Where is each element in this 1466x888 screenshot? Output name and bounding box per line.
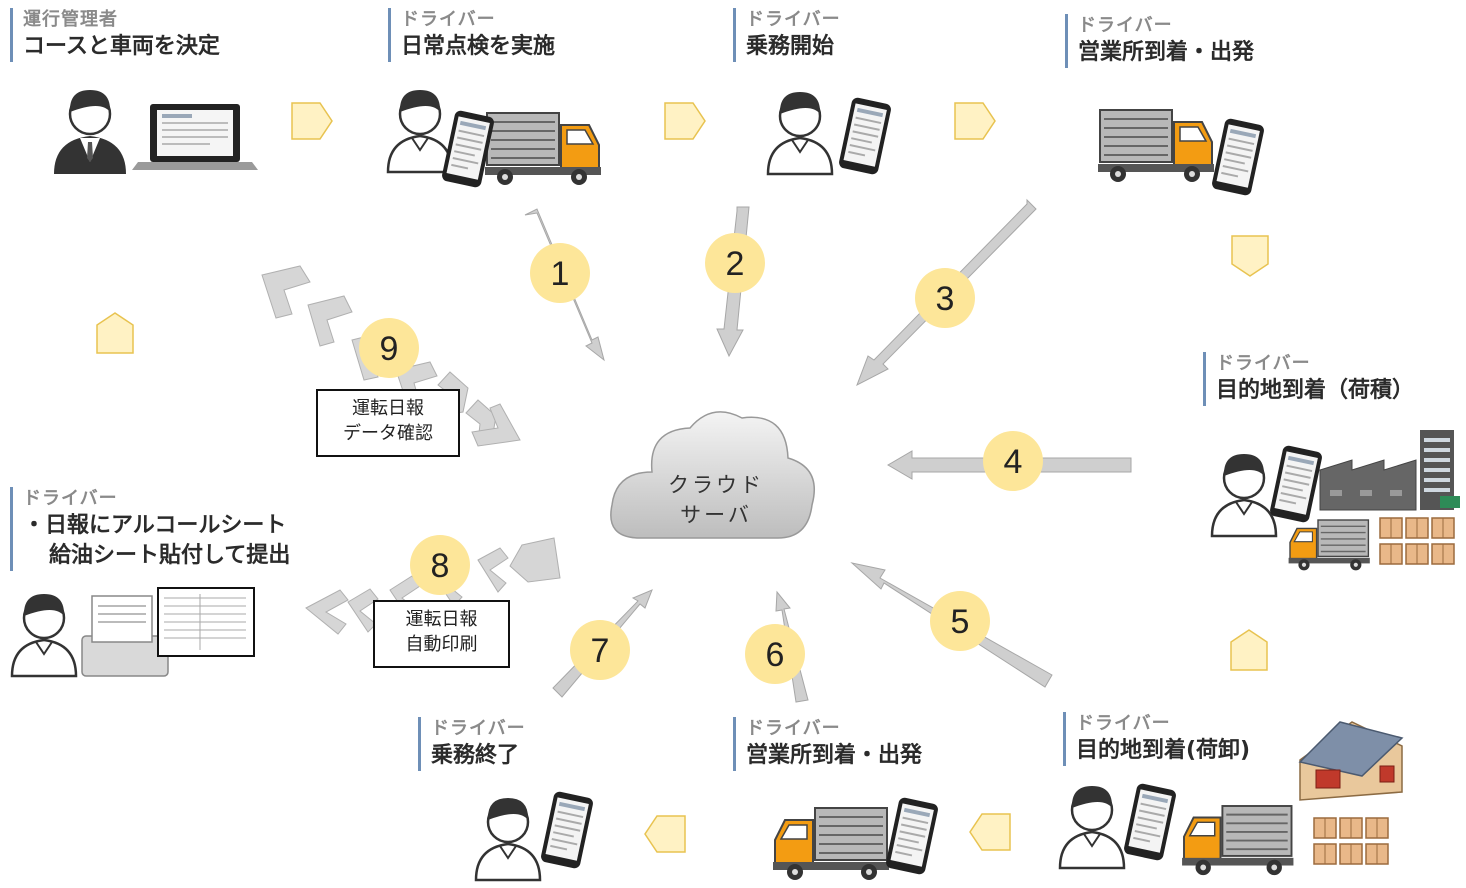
- box-line2: 自動印刷: [405, 634, 478, 655]
- role-text: ドライバー: [746, 718, 841, 739]
- step-number-2: 2: [726, 245, 745, 283]
- inspection-illustration: [386, 88, 602, 190]
- role-text: ドライバー: [1076, 713, 1171, 734]
- step-label-2: ドライバー 乗務開始: [733, 8, 841, 62]
- manager-illustration: [52, 88, 258, 176]
- cloud-line1: クラウド: [668, 473, 764, 497]
- step-badge-3: [915, 268, 975, 328]
- house: [1298, 721, 1404, 801]
- box-line2: データ確認: [343, 423, 433, 444]
- action-text: 営業所到着・出発: [1078, 40, 1255, 65]
- action-text-2: 給油シート貼付して提出: [49, 543, 291, 568]
- step-number-5: 5: [951, 603, 970, 641]
- step-number-4: 4: [1004, 443, 1023, 481]
- action-text: コースと車両を決定: [23, 34, 220, 59]
- step-badge-1: [530, 243, 590, 303]
- return-illustration: [773, 795, 941, 880]
- start-illustration: [766, 90, 894, 177]
- step-label-0: 運行管理者 コースと車両を決定: [10, 8, 220, 62]
- step-label-4: ドライバー 目的地到着（荷積）: [1203, 352, 1414, 406]
- printer-illustration: [10, 587, 255, 678]
- step-label-1: ドライバー 日常点検を実施: [388, 8, 555, 62]
- step-number-6: 6: [766, 636, 785, 674]
- action-text: 目的地到着(荷卸): [1076, 738, 1251, 763]
- step-number-8: 8: [431, 547, 450, 585]
- step-badge-9: [359, 318, 419, 378]
- step-number-3: 3: [936, 280, 955, 318]
- office-illustration: [1097, 109, 1267, 198]
- step-number-7: 7: [591, 632, 610, 670]
- box-line1: 運転日報: [405, 609, 478, 630]
- step-badge-7: [570, 620, 630, 680]
- data-check-box: 運転日報 データ確認: [316, 389, 460, 457]
- role-text: ドライバー: [431, 718, 526, 739]
- step-label-5: ドライバー 目的地到着(荷卸): [1063, 712, 1250, 766]
- step-badge-5: [930, 591, 990, 651]
- action-text: 乗務開始: [746, 34, 835, 59]
- role-text: ドライバー: [746, 9, 841, 30]
- step-number-9: 9: [380, 330, 399, 368]
- step-label-6: ドライバー 営業所到着・出発: [733, 717, 922, 771]
- step-badges: 1 2 3 4 5 6 7 8 9: [359, 233, 1043, 684]
- role-text: ドライバー: [1216, 353, 1311, 374]
- step-badge-2: [705, 233, 765, 293]
- role-text: 運行管理者: [23, 9, 118, 30]
- step-badge-4: [983, 431, 1043, 491]
- cloud-shape: [610, 411, 816, 539]
- role-text: ドライバー: [23, 488, 118, 509]
- end-illustration: [474, 789, 596, 882]
- auto-print-box: 運転日報 自動印刷: [373, 600, 510, 668]
- cloud-label: クラウド サーバ: [656, 470, 776, 530]
- step-badge-8: [410, 535, 470, 595]
- step-label-7: ドライバー 乗務終了: [418, 717, 526, 771]
- action-text: 営業所到着・出発: [746, 743, 923, 768]
- cloud-line2: サーバ: [680, 503, 752, 527]
- step-badge-6: [745, 624, 805, 684]
- action-text: 乗務終了: [431, 743, 520, 768]
- action-text: ・日報にアルコールシート: [23, 513, 287, 538]
- loading-illustration: [1210, 430, 1460, 570]
- step-number-1: 1: [551, 255, 570, 293]
- action-text: 目的地到着（荷積）: [1216, 378, 1415, 403]
- chevrons-8: [305, 537, 561, 635]
- action-text: 日常点検を実施: [401, 34, 556, 59]
- box-line1: 運転日報: [352, 398, 424, 419]
- unloading-illustration: [1058, 721, 1404, 875]
- role-text: ドライバー: [1078, 15, 1173, 36]
- role-text: ドライバー: [401, 9, 496, 30]
- factory: [1319, 430, 1460, 511]
- step-label-8: ドライバー ・日報にアルコールシート 給油シート貼付して提出: [10, 487, 290, 571]
- step-label-3: ドライバー 営業所到着・出発: [1065, 14, 1254, 68]
